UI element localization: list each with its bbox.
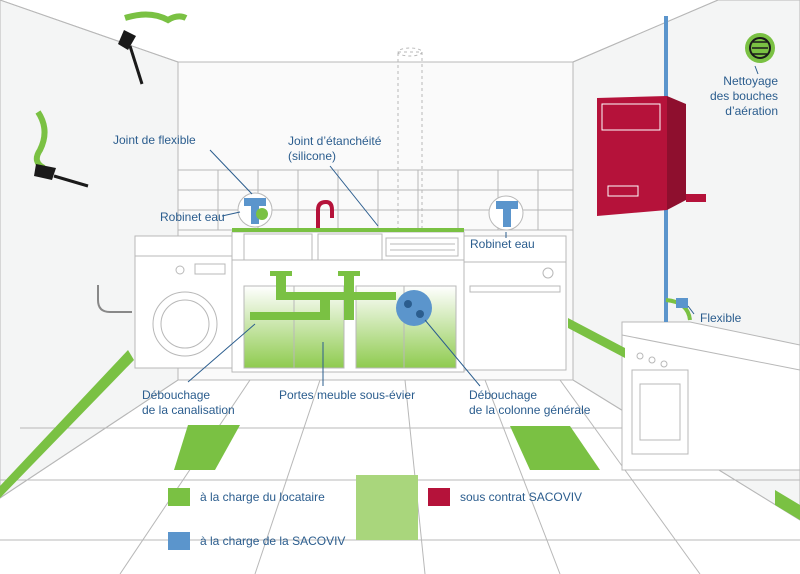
label-vent-1: Nettoyage <box>723 74 778 88</box>
legend-contract-text: sous contrat SACOVIV <box>460 490 583 504</box>
label-unclog-pipe-2: de la canalisation <box>142 403 235 417</box>
boiler <box>597 96 706 216</box>
faucet-icon <box>244 198 268 224</box>
floor-tile-right <box>510 426 600 470</box>
legend-sacoviv-text: à la charge de la SACOVIV <box>200 534 346 548</box>
label-unclog-column-2: de la colonne générale <box>469 403 591 417</box>
vent-duct <box>397 51 423 298</box>
label-joint-seal-note: (silicone) <box>288 149 337 163</box>
wall-drain-pipe <box>97 285 132 313</box>
stove <box>621 321 800 471</box>
silicone-joint <box>232 228 464 232</box>
label-joint-seal: Joint d’étanchéité <box>288 134 382 148</box>
label-cabinet-doors: Portes meuble sous-évier <box>279 388 416 402</box>
baseboard-right <box>568 318 625 358</box>
baseboard-right-front <box>775 490 800 520</box>
label-joint-flexible: Joint de flexible <box>113 133 196 147</box>
label-vent-3: d’aération <box>725 104 778 118</box>
label-vent-2: des bouches <box>709 89 778 103</box>
legend-tenant-text: à la charge du locataire <box>200 490 325 504</box>
label-flexible: Flexible <box>700 311 742 325</box>
legend-swatch-contract <box>428 488 450 506</box>
label-faucet-right: Robinet eau <box>470 237 535 251</box>
label-unclog-pipe-1: Débouchage <box>142 388 211 402</box>
label-unclog-column-1: Débouchage <box>469 388 538 402</box>
paintbrush-icon-2 <box>33 110 89 188</box>
floor-tile-center <box>356 475 418 540</box>
paintbrush-icon <box>118 11 188 85</box>
washing-machine <box>134 235 236 369</box>
label-faucet-left: Robinet eau <box>160 210 225 224</box>
faucet-icon-right <box>496 201 518 227</box>
sink-drain-pipes <box>250 271 396 320</box>
legend-swatch-sacoviv <box>168 532 190 550</box>
legend-swatch-tenant <box>168 488 190 506</box>
dishwasher <box>463 235 567 371</box>
kitchen-faucet <box>316 199 334 228</box>
vent-grille-icon <box>745 33 775 63</box>
drain-plunger-icon <box>396 290 432 326</box>
baseboard-left <box>0 350 134 498</box>
floor-tile-left <box>174 425 240 470</box>
